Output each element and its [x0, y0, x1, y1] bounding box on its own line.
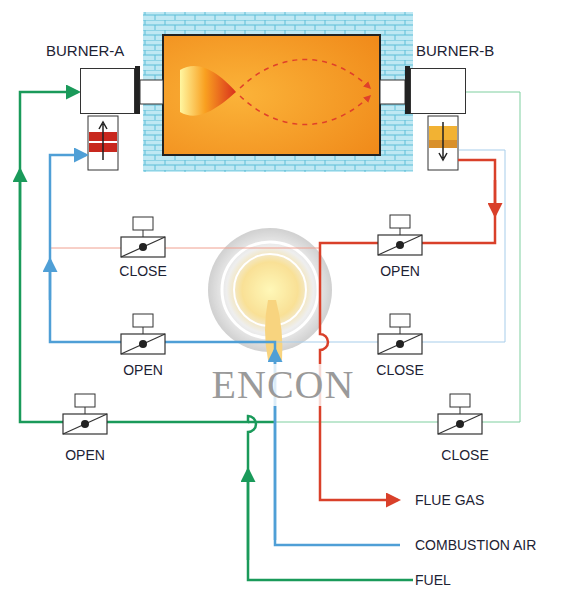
flame: [180, 66, 236, 116]
valve-state: OPEN: [378, 263, 422, 279]
burner-name: BURNER-B: [416, 43, 494, 59]
stream-name: FLUE GAS: [413, 492, 486, 508]
watermark: ENCON: [210, 364, 357, 406]
valve-state: CLOSE: [374, 362, 425, 378]
regenerator-b: [428, 116, 458, 170]
valve-symbol: [63, 215, 482, 434]
valve-state: CLOSE: [439, 447, 490, 463]
valve-state: CLOSE: [117, 263, 168, 279]
valve-state: OPEN: [63, 447, 107, 463]
stream-name: FUEL: [413, 572, 453, 588]
active-pipes: [20, 92, 495, 580]
valve-state: OPEN: [121, 362, 165, 378]
burner-name: BURNER-A: [46, 43, 124, 59]
burner-box: BURNER-A: [80, 68, 135, 114]
burner-box: BURNER-B: [410, 68, 466, 114]
furnace-wall: [143, 12, 413, 172]
regenerator-a: [88, 116, 118, 170]
idle-pipes: [50, 92, 520, 422]
furnace-chamber: [163, 35, 380, 155]
stream-name: COMBUSTION AIR: [413, 537, 538, 553]
